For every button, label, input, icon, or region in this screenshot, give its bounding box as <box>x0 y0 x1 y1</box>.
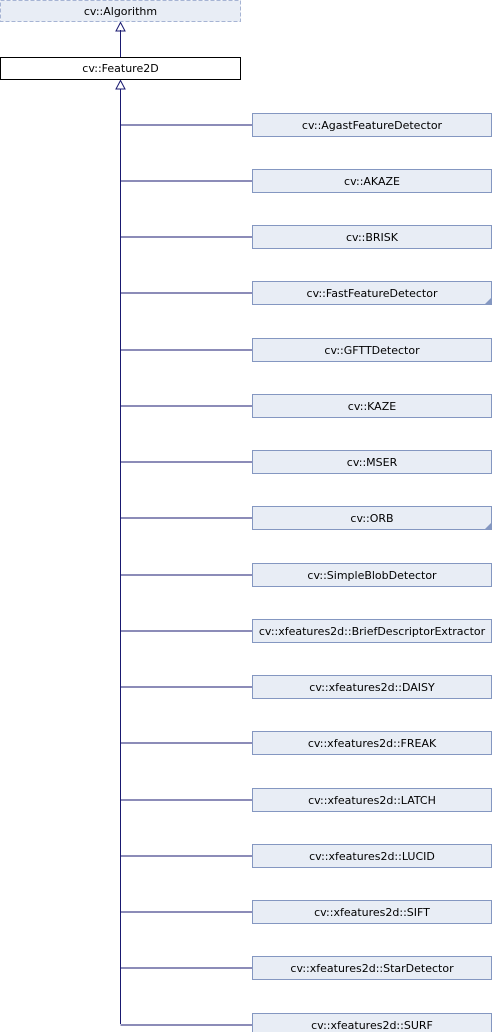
node-cv-feature2d[interactable]: cv::Feature2D <box>0 57 241 80</box>
node-cv-feature2d-label: cv::Feature2D <box>82 62 158 75</box>
node-cv-xfeatures2d-sift-label: cv::xfeatures2d::SIFT <box>314 906 430 919</box>
node-cv-brisk-label: cv::BRISK <box>346 231 399 244</box>
node-cv-mser-label: cv::MSER <box>347 456 398 469</box>
more-subclasses-icon <box>484 297 492 305</box>
node-cv-orb[interactable]: cv::ORB <box>252 506 492 530</box>
node-cv-agastfeaturedetector-label: cv::AgastFeatureDetector <box>302 119 443 132</box>
node-cv-gfttdetector[interactable]: cv::GFTTDetector <box>252 338 492 362</box>
node-cv-simpleblobdetector[interactable]: cv::SimpleBlobDetector <box>252 563 492 587</box>
node-cv-xfeatures2d-latch-label: cv::xfeatures2d::LATCH <box>308 794 436 807</box>
node-cv-kaze-label: cv::KAZE <box>348 400 396 413</box>
node-cv-kaze[interactable]: cv::KAZE <box>252 394 492 418</box>
node-cv-algorithm-box <box>0 0 241 22</box>
node-cv-algorithm[interactable]: cv::Algorithm <box>0 0 241 22</box>
node-cv-xfeatures2d-freak[interactable]: cv::xfeatures2d::FREAK <box>252 731 492 755</box>
node-cv-xfeatures2d-briefdescriptorextractor-label: cv::xfeatures2d::BriefDescriptorExtracto… <box>259 625 486 638</box>
node-cv-xfeatures2d-surf[interactable]: cv::xfeatures2d::SURF <box>252 1013 492 1032</box>
node-cv-simpleblobdetector-label: cv::SimpleBlobDetector <box>307 569 437 582</box>
more-subclasses-icon <box>484 522 492 530</box>
node-cv-gfttdetector-label: cv::GFTTDetector <box>324 344 420 357</box>
node-cv-xfeatures2d-briefdescriptorextractor[interactable]: cv::xfeatures2d::BriefDescriptorExtracto… <box>252 619 492 643</box>
node-cv-fastfeaturedetector[interactable]: cv::FastFeatureDetector <box>252 281 492 305</box>
node-cv-agastfeaturedetector[interactable]: cv::AgastFeatureDetector <box>252 113 492 137</box>
node-cv-fastfeaturedetector-label: cv::FastFeatureDetector <box>307 287 438 300</box>
node-cv-xfeatures2d-lucid[interactable]: cv::xfeatures2d::LUCID <box>252 844 492 868</box>
arrowhead-feature2d <box>115 79 126 90</box>
node-cv-akaze[interactable]: cv::AKAZE <box>252 169 492 193</box>
node-cv-xfeatures2d-latch[interactable]: cv::xfeatures2d::LATCH <box>252 788 492 812</box>
node-cv-xfeatures2d-freak-label: cv::xfeatures2d::FREAK <box>308 737 437 750</box>
inheritance-edges <box>115 21 253 1026</box>
node-cv-xfeatures2d-stardetector-label: cv::xfeatures2d::StarDetector <box>290 962 454 975</box>
node-cv-akaze-label: cv::AKAZE <box>344 175 400 188</box>
node-cv-mser[interactable]: cv::MSER <box>252 450 492 474</box>
node-cv-xfeatures2d-sift[interactable]: cv::xfeatures2d::SIFT <box>252 900 492 924</box>
node-cv-algorithm-label: cv::Algorithm <box>84 5 157 18</box>
node-cv-orb-label: cv::ORB <box>350 512 393 525</box>
arrowhead-algorithm <box>115 21 126 32</box>
node-cv-xfeatures2d-lucid-label: cv::xfeatures2d::LUCID <box>309 850 435 863</box>
node-cv-xfeatures2d-surf-label: cv::xfeatures2d::SURF <box>311 1019 433 1032</box>
node-cv-xfeatures2d-stardetector[interactable]: cv::xfeatures2d::StarDetector <box>252 956 492 980</box>
node-cv-xfeatures2d-daisy-label: cv::xfeatures2d::DAISY <box>309 681 435 694</box>
node-cv-xfeatures2d-daisy[interactable]: cv::xfeatures2d::DAISY <box>252 675 492 699</box>
node-cv-feature2d-box <box>0 57 241 80</box>
node-cv-brisk[interactable]: cv::BRISK <box>252 225 492 249</box>
derived-class-nodes: cv::AgastFeatureDetectorcv::AKAZEcv::BRI… <box>252 113 492 1032</box>
